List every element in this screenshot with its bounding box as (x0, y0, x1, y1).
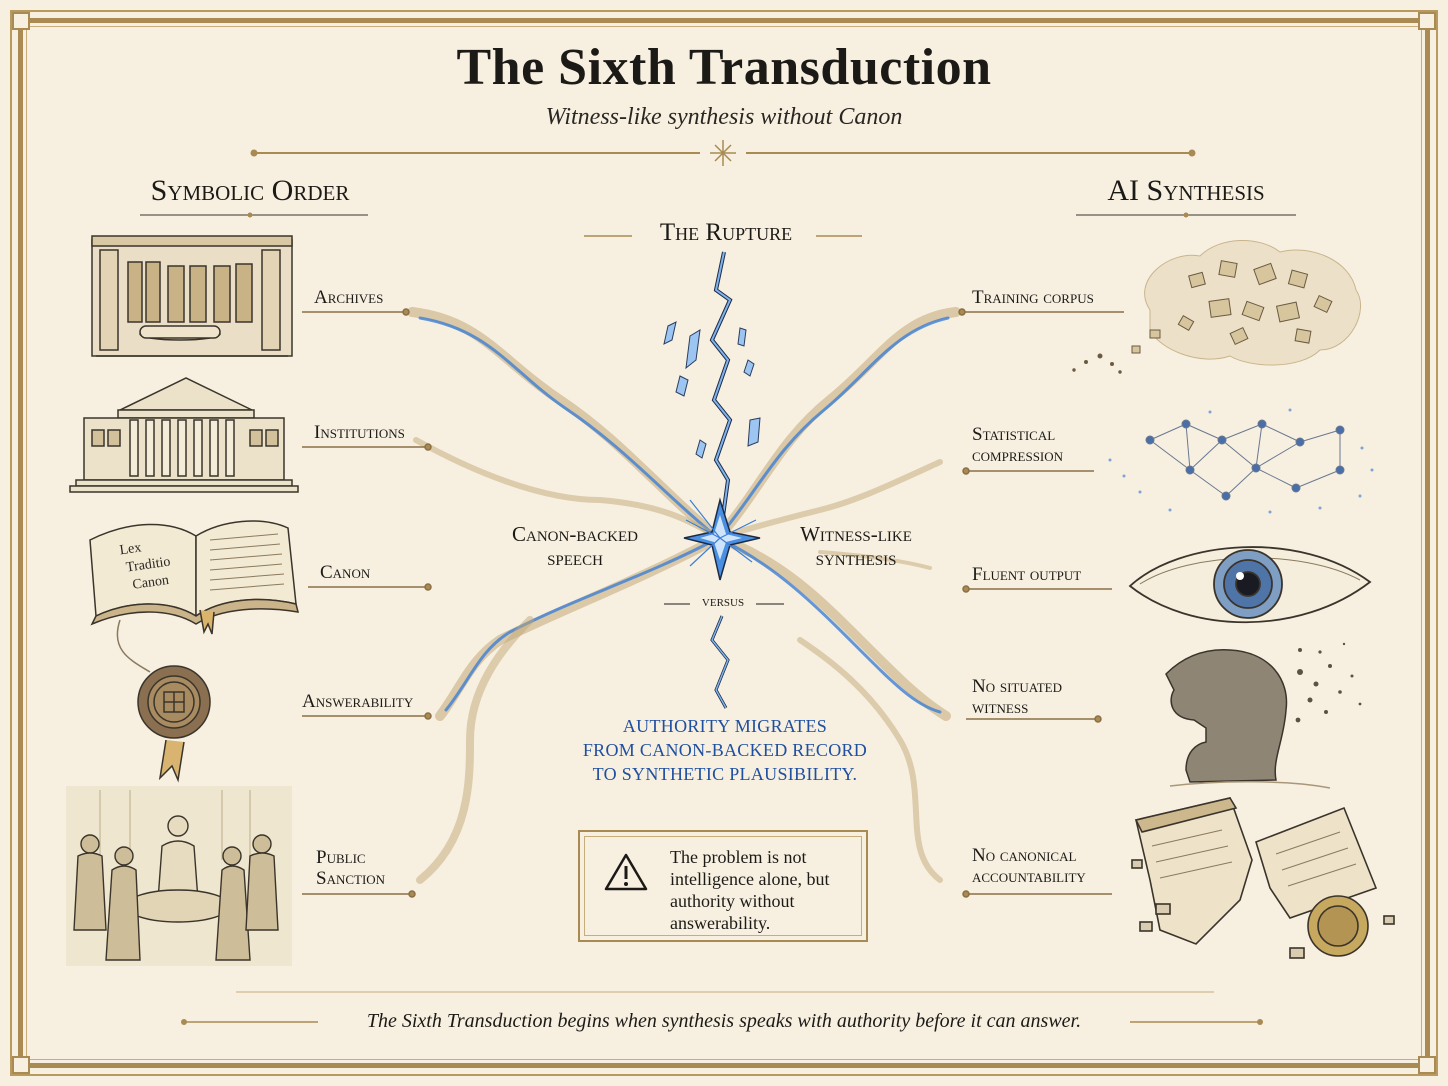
right-section-heading: AI Synthesis (1107, 174, 1265, 207)
witness-like-synthesis-label: Witness-like synthesis (800, 522, 912, 570)
corner-ornament (1418, 1056, 1436, 1074)
label-no-situated-witness: No situated witness (972, 676, 1062, 718)
footer-caption: The Sixth Transduction begins when synth… (366, 1010, 1082, 1032)
rupture-fracture (663, 251, 761, 709)
archive-shelves-icon (91, 235, 293, 357)
open-book-icon (89, 520, 300, 635)
warning-text: The problem is not intelligence alone, b… (670, 847, 830, 933)
page-subtitle: Witness-like synthesis without Canon (545, 104, 903, 130)
dissolving-head-icon (1165, 642, 1362, 789)
title-divider (250, 140, 1196, 166)
canon-backed-speech-label: Canon-backed speech (512, 522, 638, 570)
wax-seal-icon (116, 619, 211, 783)
eye-icon (1128, 546, 1372, 624)
corner-ornament (1418, 12, 1436, 30)
label-canon: Canon (320, 562, 371, 583)
label-statistical-compression: Statistical compression (972, 424, 1064, 466)
rupture-heading: The Rupture (659, 219, 793, 246)
label-answerability: Answerability (302, 691, 414, 712)
left-section-heading: Symbolic Order (150, 174, 350, 207)
corner-ornament (12, 12, 30, 30)
versus-label: versus (701, 594, 745, 610)
label-fluent-output: Fluent output (972, 564, 1082, 585)
outer-frame (10, 10, 1438, 1076)
fragment-cloud-icon (1072, 240, 1362, 374)
network-graph-icon (1108, 408, 1374, 514)
label-institutions: Institutions (314, 422, 405, 443)
authority-line: TO SYNTHETIC PLAUSIBILITY. (592, 764, 858, 784)
inner-frame-line (26, 26, 1422, 1060)
authority-line: AUTHORITY MIGRATES (622, 716, 828, 736)
inner-frame (18, 18, 1430, 1068)
footer-divider (181, 991, 1263, 1025)
page-title: The Sixth Transduction (456, 39, 992, 96)
warning-box-inner-border (584, 836, 862, 936)
label-training-corpus: Training corpus (972, 287, 1094, 308)
corner-ornament (12, 1056, 30, 1074)
warning-triangle-icon (604, 853, 648, 891)
flow-curves (407, 307, 961, 884)
label-archives: Archives (314, 287, 384, 308)
classical-building-icon (69, 377, 299, 493)
authority-statement: AUTHORITY MIGRATES FROM CANON-BACKED REC… (560, 714, 890, 786)
label-no-canonical-accountability: No canonical accountability (972, 845, 1086, 887)
warning-box: The problem is not intelligence alone, b… (578, 830, 868, 942)
broken-tablet-icon (1131, 797, 1395, 959)
authority-line: FROM CANON-BACKED RECORD (582, 740, 868, 760)
label-public-sanction: Public Sanction (316, 847, 386, 889)
assembly-crowd-icon (66, 786, 292, 966)
